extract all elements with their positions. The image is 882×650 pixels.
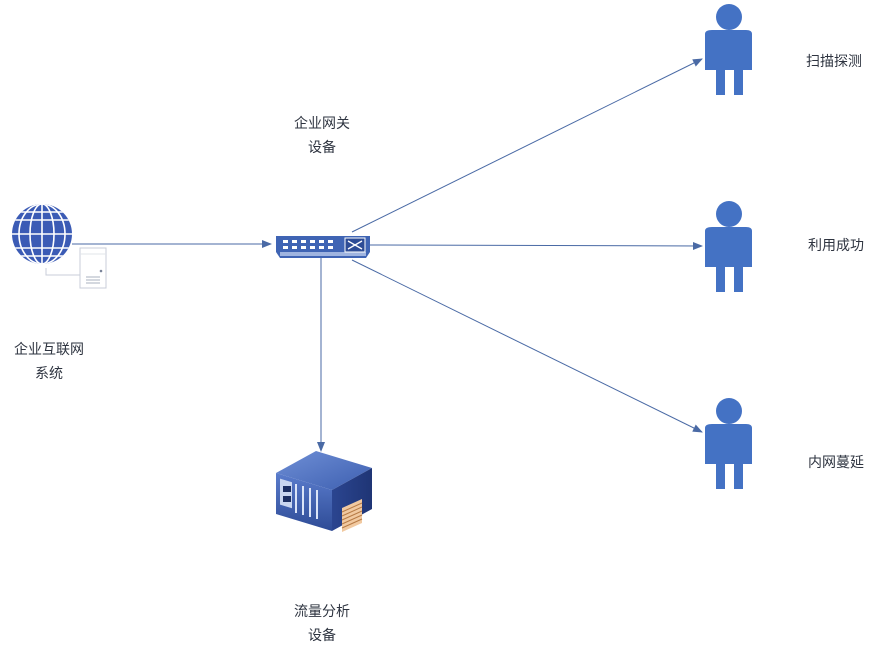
internet-system-icon [12,204,107,289]
exploit-label: 利用成功 [808,238,864,254]
analyzer-label: 流量分析 设备 [276,600,368,648]
internet-system-label-line1: 企业互联网 [14,342,84,358]
edge-gateway-to-exploit [369,241,703,250]
ethernet-ports [341,499,363,532]
globe-icon [12,204,72,264]
scan-label: 扫描探测 [806,54,862,70]
switch-icon [276,236,370,258]
gateway-label-line1: 企业网关 [294,116,350,132]
person-icon-scan [705,4,752,95]
internet-system-label: 企业互联网 系统 [0,338,98,386]
traffic-analyzer-icon [276,451,372,532]
lateral-label: 内网蔓延 [808,455,864,471]
edge-gateway-to-lateral [351,259,703,433]
gateway-label-line2: 设备 [308,140,336,156]
gateway-label: 企业网关 设备 [276,112,368,160]
internet-system-label-line2: 系统 [35,366,63,382]
edge-gateway-to-scan [351,58,703,233]
analyzer-label-line2: 设备 [308,628,336,644]
edges [72,58,703,452]
person-icon-exploit [705,201,752,292]
person-icon-lateral [705,398,752,489]
server-tower-icon [79,247,107,289]
analyzer-label-line1: 流量分析 [294,604,350,620]
